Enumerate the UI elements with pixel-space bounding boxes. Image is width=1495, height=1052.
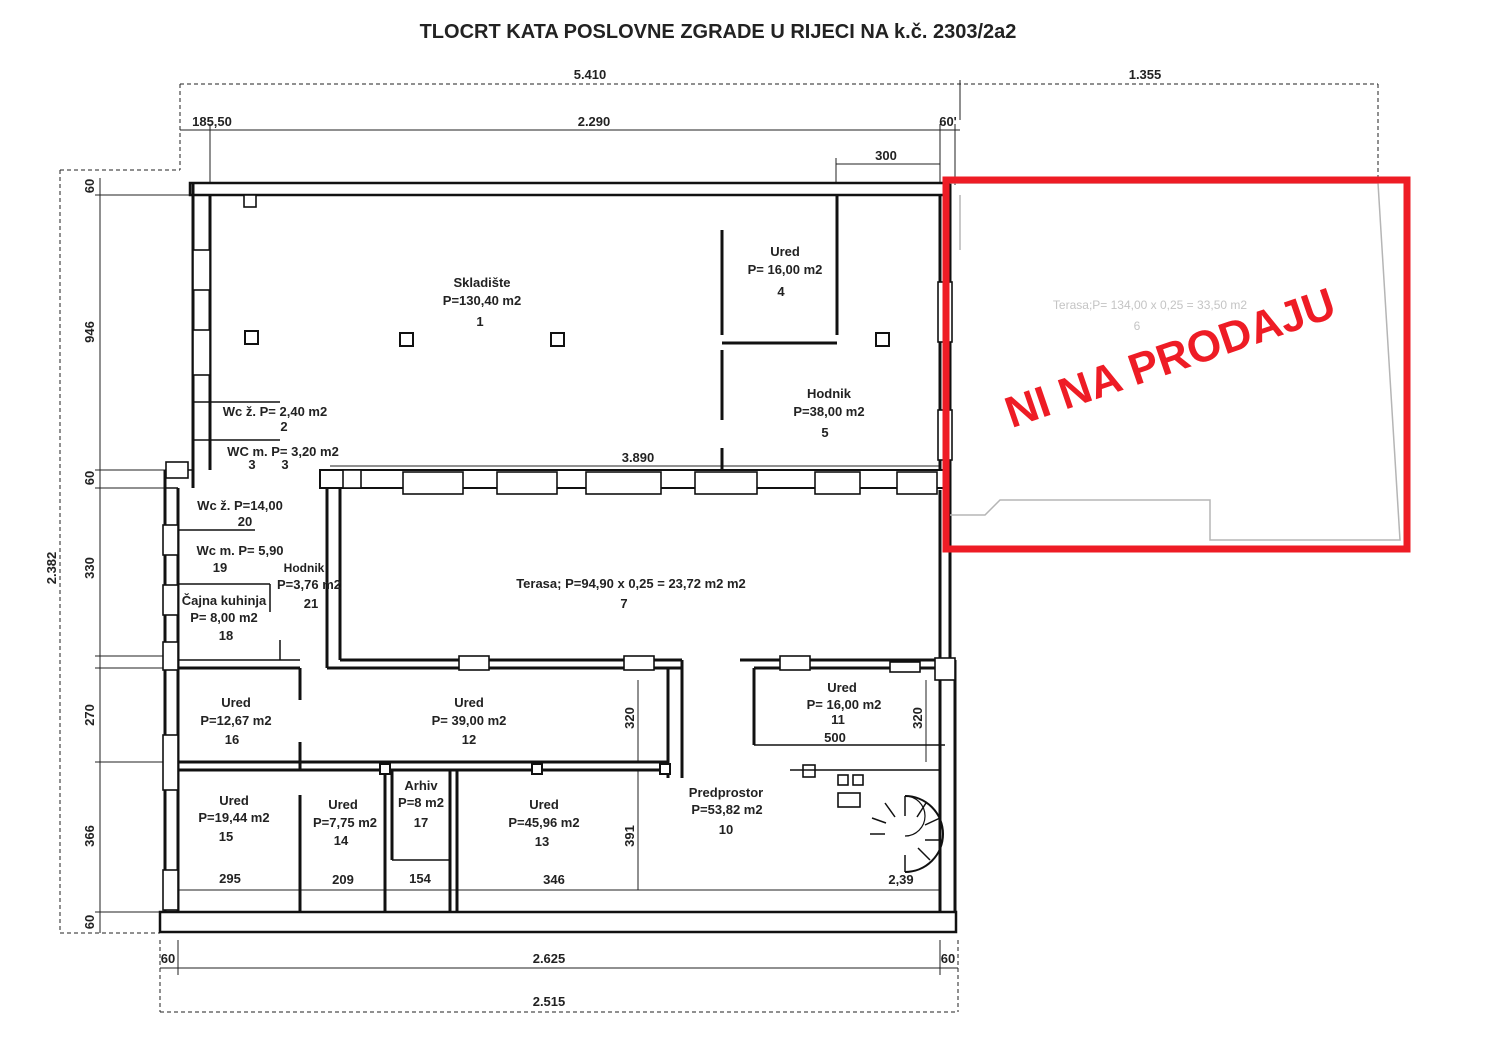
room-17-name: Arhiv bbox=[404, 778, 438, 793]
room-15-name: Ured bbox=[219, 793, 249, 808]
room-15-num: 15 bbox=[219, 829, 233, 844]
dim-500: 500 bbox=[824, 730, 846, 745]
dim-left-60-mid: 60 bbox=[82, 471, 97, 485]
dimension-lines bbox=[59, 80, 1379, 1013]
dim-320-right: 320 bbox=[910, 707, 925, 729]
dim-239: 2,39 bbox=[888, 872, 913, 887]
room-1-num: 1 bbox=[476, 314, 483, 329]
room-3-num-a: 3 bbox=[248, 457, 255, 472]
room-17-num: 17 bbox=[414, 815, 428, 830]
room-21-name: Hodnik bbox=[284, 561, 325, 575]
dim-top-left-small: 185,50 bbox=[192, 114, 232, 129]
room-14-area: P=7,75 m2 bbox=[313, 815, 377, 830]
stair-landing bbox=[790, 764, 940, 808]
dim-391: 391 bbox=[622, 825, 637, 847]
walls bbox=[158, 181, 958, 934]
dim-left-270: 270 bbox=[82, 704, 97, 726]
windows bbox=[162, 194, 956, 911]
room-19-label: Wc m. P= 5,90 bbox=[196, 543, 283, 558]
dim-300: 300 bbox=[875, 148, 897, 163]
room-18-num: 18 bbox=[219, 628, 233, 643]
terrace-6-outline bbox=[950, 182, 1401, 541]
room-3-label: WC m. P= 3,20 m2 bbox=[227, 444, 339, 459]
dim-left-60-top: 60 bbox=[82, 179, 97, 193]
dim-bottom-60-right: 60 bbox=[941, 951, 955, 966]
room-3-num-b: 3 bbox=[281, 457, 288, 472]
room-13-name: Ured bbox=[529, 797, 559, 812]
dim-bottom-60-left: 60 bbox=[161, 951, 175, 966]
room-11-area: P= 16,00 m2 bbox=[807, 697, 882, 712]
room-2-label: Wc ž. P= 2,40 m2 bbox=[223, 404, 327, 419]
dim-320-left: 320 bbox=[622, 707, 637, 729]
dim-154: 154 bbox=[409, 871, 431, 886]
room-6-num: 6 bbox=[1134, 319, 1141, 333]
room-18-area: P= 8,00 m2 bbox=[190, 610, 258, 625]
room-14-name: Ured bbox=[328, 797, 358, 812]
room-labels: Skladište P=130,40 m2 1 Ured P= 16,00 m2… bbox=[182, 244, 1248, 849]
room-13-area: P=45,96 m2 bbox=[508, 815, 579, 830]
dim-top-mid: 2.290 bbox=[578, 114, 611, 129]
room-5-name: Hodnik bbox=[807, 386, 852, 401]
not-for-sale-stamp: NI NA PRODAJU bbox=[942, 176, 1411, 553]
dim-left-2382: 2.382 bbox=[44, 552, 59, 585]
room-5-num: 5 bbox=[821, 425, 828, 440]
room-2-num: 2 bbox=[280, 419, 287, 434]
dim-left-60-bot: 60 bbox=[82, 915, 97, 929]
room-12-name: Ured bbox=[454, 695, 484, 710]
dim-corridor: 3.890 bbox=[622, 450, 655, 465]
dim-left-366: 366 bbox=[82, 825, 97, 847]
room-5-area: P=38,00 m2 bbox=[793, 404, 864, 419]
structural-columns bbox=[244, 330, 890, 775]
dim-bottom-2625: 2.625 bbox=[533, 951, 566, 966]
room-15-area: P=19,44 m2 bbox=[198, 810, 269, 825]
room-11-name: Ured bbox=[827, 680, 857, 695]
room-4-area: P= 16,00 m2 bbox=[748, 262, 823, 277]
room-1-area: P=130,40 m2 bbox=[443, 293, 521, 308]
dim-left-330: 330 bbox=[82, 557, 97, 579]
dim-bottom-2515: 2.515 bbox=[533, 994, 566, 1009]
room-4-num: 4 bbox=[777, 284, 785, 299]
stamp-frame bbox=[942, 176, 1411, 553]
dimension-labels: 5.410 1.355 185,50 2.290 60' 300 3.890 6… bbox=[44, 67, 1161, 1009]
dim-top-right: 1.355 bbox=[1129, 67, 1162, 82]
spiral-staircase-icon bbox=[870, 795, 944, 873]
room-12-area: P= 39,00 m2 bbox=[432, 713, 507, 728]
room-16-area: P=12,67 m2 bbox=[200, 713, 271, 728]
room-18-name: Čajna kuhinja bbox=[182, 593, 267, 608]
dim-left-946: 946 bbox=[82, 321, 97, 343]
room-6-label: Terasa;P= 134,00 x 0,25 = 33,50 m2 bbox=[1053, 298, 1247, 312]
dim-346: 346 bbox=[543, 872, 565, 887]
room-4-name: Ured bbox=[770, 244, 800, 259]
room-1-name: Skladište bbox=[453, 275, 510, 290]
room-20-label: Wc ž. P=14,00 bbox=[197, 498, 283, 513]
room-21-area: P=3,76 m2 bbox=[277, 577, 341, 592]
room-19-num: 19 bbox=[213, 560, 227, 575]
dim-top-right-small: 60' bbox=[939, 114, 957, 129]
dim-top-total: 5.410 bbox=[574, 67, 607, 82]
room-10-name: Predprostor bbox=[689, 785, 763, 800]
room-13-num: 13 bbox=[535, 834, 549, 849]
room-12-num: 12 bbox=[462, 732, 476, 747]
room-17-area: P=8 m2 bbox=[398, 795, 444, 810]
room-10-num: 10 bbox=[719, 822, 733, 837]
room-21-num: 21 bbox=[304, 596, 318, 611]
dim-209: 209 bbox=[332, 872, 354, 887]
room-11-num: 11 bbox=[831, 712, 845, 727]
room-7-label: Terasa; P=94,90 x 0,25 = 23,72 m2 m2 bbox=[516, 576, 746, 591]
room-10-area: P=53,82 m2 bbox=[691, 802, 762, 817]
dim-295: 295 bbox=[219, 871, 241, 886]
room-14-num: 14 bbox=[334, 833, 349, 848]
room-16-num: 16 bbox=[225, 732, 239, 747]
plan-title: TLOCRT KATA POSLOVNE ZGRADE U RIJECI NA … bbox=[420, 21, 1017, 43]
room-7-num: 7 bbox=[620, 596, 627, 611]
room-20-num: 20 bbox=[238, 514, 252, 529]
room-16-name: Ured bbox=[221, 695, 251, 710]
